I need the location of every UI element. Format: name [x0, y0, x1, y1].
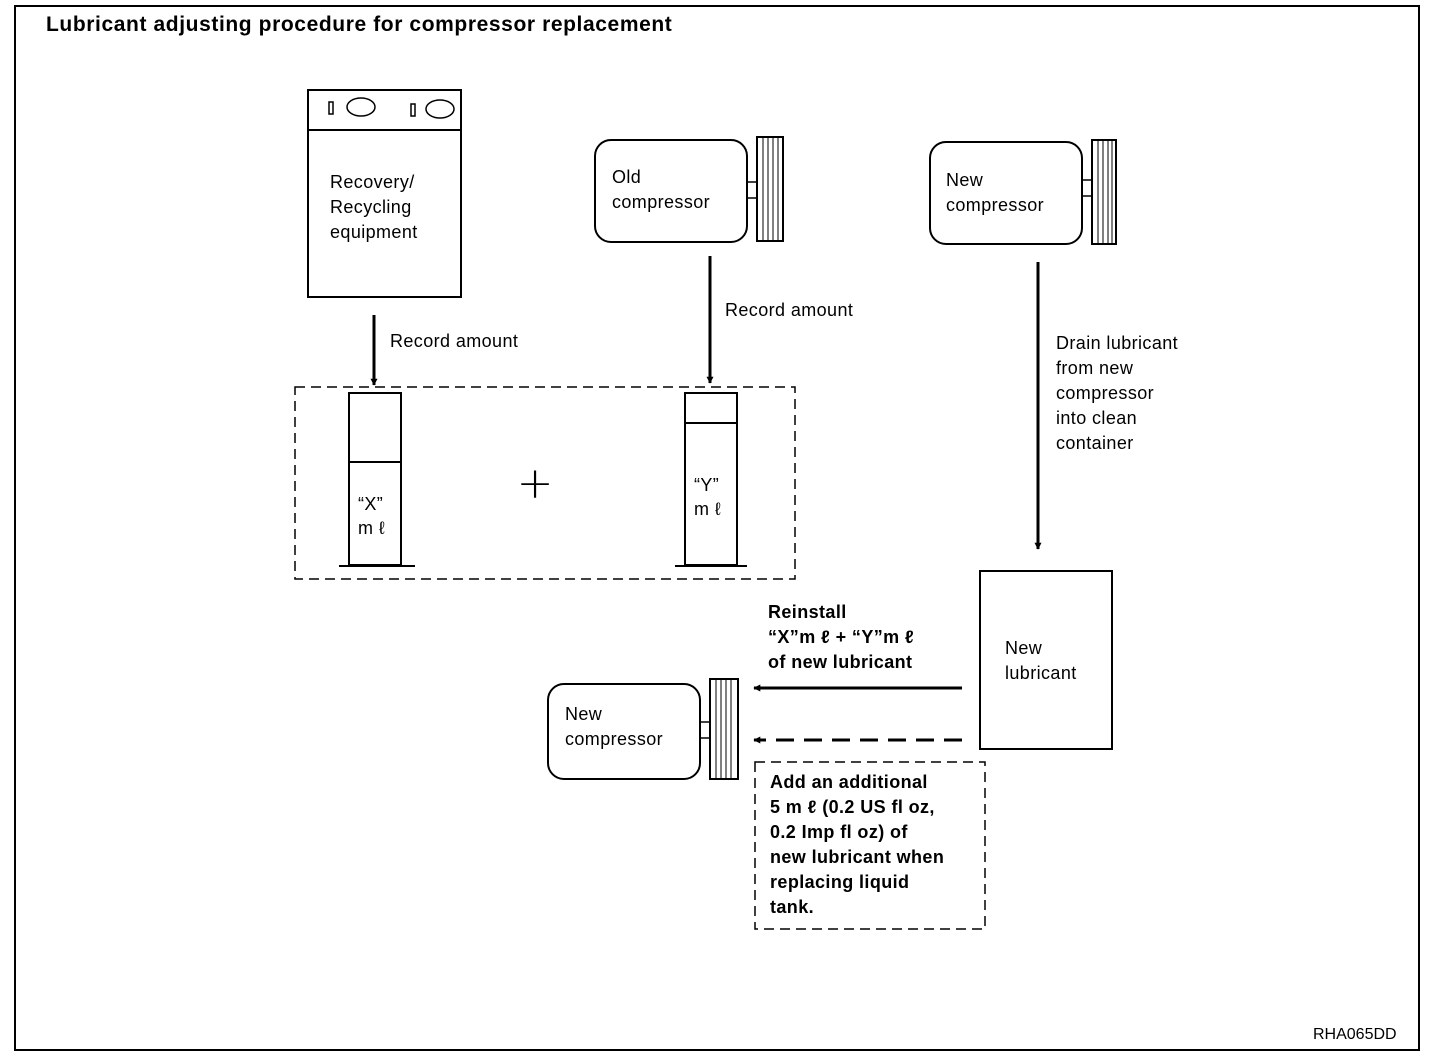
new-compressor-top-label: New compressor	[946, 170, 1045, 215]
container-x-label: “X” m ℓ	[358, 494, 386, 538]
page-title: Lubricant adjusting procedure for compre…	[46, 13, 673, 36]
container-y-label: “Y” m ℓ	[694, 475, 722, 519]
measurement-group-box	[294, 386, 796, 580]
figure-id: RHA065DD	[1313, 1026, 1397, 1043]
new-compressor-top-node	[929, 139, 1117, 245]
container-x-node	[339, 392, 415, 567]
edge-drain-label: Drain lubricant from new compressor into…	[1056, 333, 1179, 453]
gauge-icon	[346, 97, 376, 117]
old-compressor-label: Old compressor	[612, 167, 711, 212]
gauge-pin-icon	[328, 101, 334, 115]
new-lubricant-label: New lubricant	[1005, 638, 1077, 683]
old-compressor-node	[594, 136, 784, 243]
new-lubricant-node	[979, 570, 1113, 750]
plus-sign: +	[517, 458, 554, 509]
edge-reinstall-label: Reinstall “X”m ℓ + “Y”m ℓ of new lubrica…	[768, 602, 915, 672]
note-text: Add an additional 5 m ℓ (0.2 US fl oz, 0…	[770, 772, 945, 917]
recovery-equipment-label: Recovery/ Recycling equipment	[330, 172, 418, 242]
figure-frame	[14, 5, 1420, 1051]
gauge-icon	[425, 99, 455, 119]
new-compressor-bottom-label: New compressor	[565, 704, 664, 749]
edge-record-left-label: Record amount	[390, 331, 519, 351]
container-y-node	[675, 392, 747, 567]
gauge-pin-icon	[410, 103, 416, 117]
note-box	[754, 761, 986, 930]
new-compressor-bottom-node	[547, 678, 739, 780]
edge-record-right-label: Record amount	[725, 300, 854, 320]
recovery-equipment-node	[307, 89, 462, 298]
